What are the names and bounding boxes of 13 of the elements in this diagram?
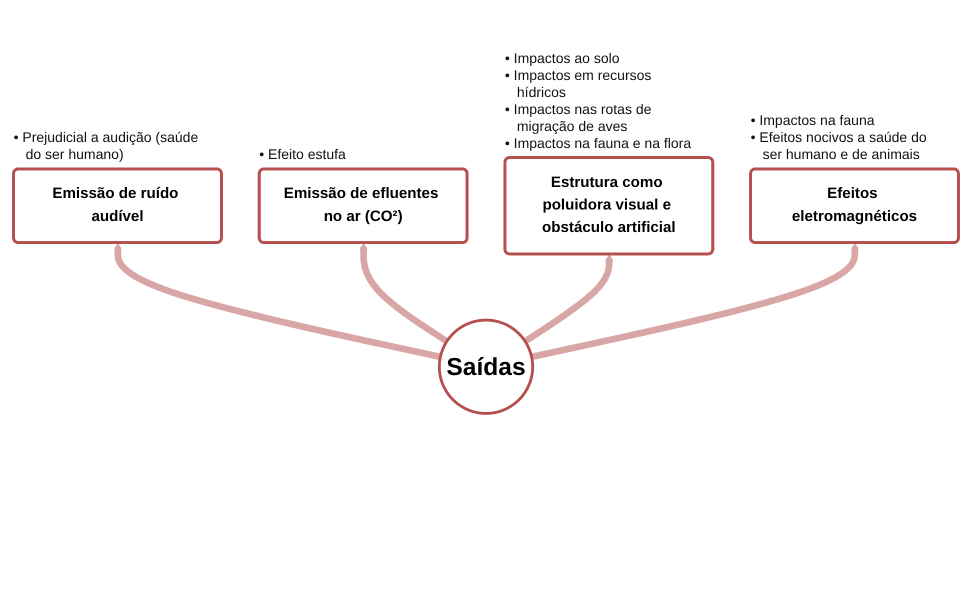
arrow [114, 242, 442, 360]
arrow [530, 242, 860, 360]
note-text: • Efeitos nocivos a saúde do ser humano e de animais [750, 128, 928, 163]
arrow [359, 242, 449, 344]
note-text: • Impactos nas rotas de migração de aves [504, 100, 652, 135]
node-circle [438, 318, 534, 415]
note-text: • Prejudicial a audição (saúde do ser humano) [14, 128, 200, 163]
note-text: • Impactos ao solo [504, 50, 621, 67]
note-text: • Impactos em recursos hídricos [504, 66, 652, 101]
arrow [523, 254, 614, 344]
note-text: • Efeito estufa [259, 146, 347, 163]
note-text: • Impactos na fauna [750, 112, 876, 129]
note-text: • Impactos na fauna e na flora [504, 134, 692, 152]
